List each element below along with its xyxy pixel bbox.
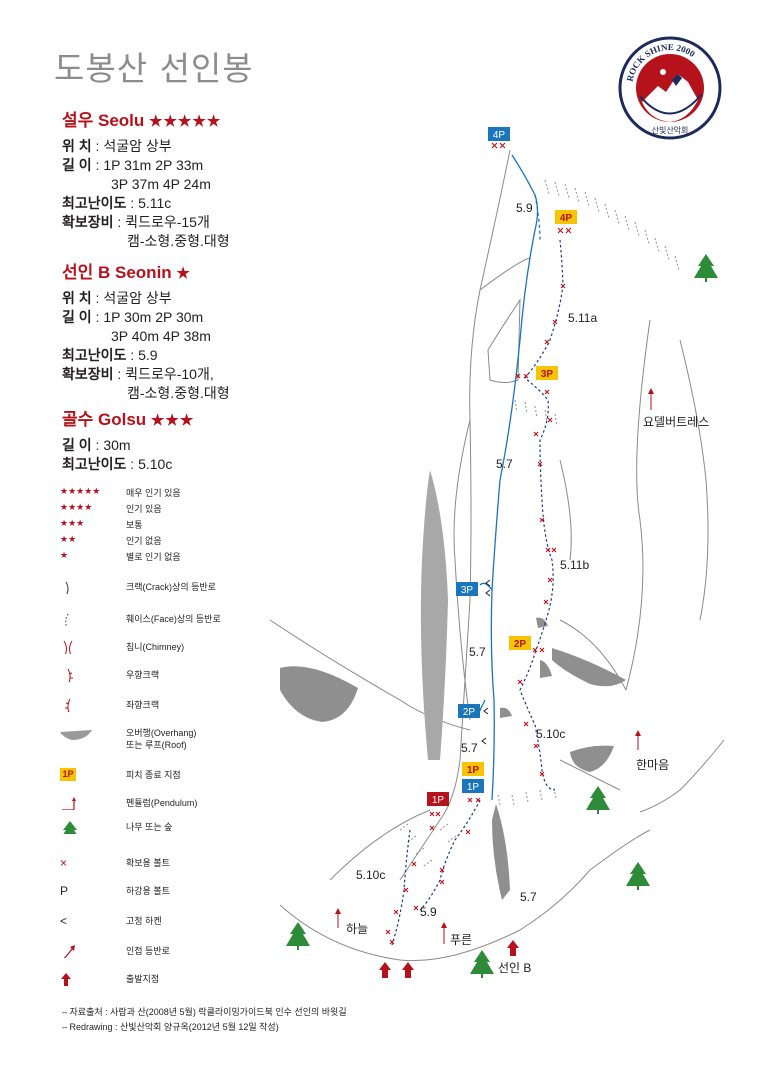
- place-labels: 요델버트레스 한마음 하늘 푸른 선인 B: [335, 388, 709, 975]
- start-arrows: [379, 940, 519, 978]
- route-info: 위 치 : 석굴암 상부 길 이 : 1P 30m 2P 30m 3P 40m …: [62, 290, 230, 401]
- grade-label: 5.10c: [536, 727, 565, 741]
- tree-icon: [694, 254, 718, 282]
- grade-label: 5.10c: [356, 868, 385, 882]
- roof-hatching: [399, 179, 680, 867]
- blue-pitch-2p: 2P: [463, 707, 476, 718]
- bolt-marks: [385, 142, 572, 945]
- rock-shine-logo-icon: ROCK SHINE 2000 산빛산악회: [618, 36, 722, 140]
- red-pitch-1p: 1P: [432, 795, 445, 806]
- overhang-icon: [60, 730, 92, 740]
- club-logo: ROCK SHINE 2000 산빛산악회: [618, 36, 722, 140]
- grade-label: 5.9: [420, 905, 437, 919]
- grade-label: 5.7: [520, 890, 537, 904]
- place-label-yodel-buttress: 요델버트레스: [643, 415, 709, 429]
- place-label-pureun: 푸른: [450, 933, 472, 947]
- route-block-seonin-b: 선인 B Seonin ★ 위 치 : 석굴암 상부 길 이 : 1P 30m …: [62, 258, 230, 403]
- start-arrow-icon: [379, 962, 391, 978]
- chimney-icon: [63, 640, 73, 654]
- blue-pitch-3p: 3P: [461, 585, 474, 596]
- crack-icon: [65, 581, 69, 594]
- yellow-pitch-labels: 4P 3P 2P 1P: [462, 210, 577, 776]
- trees: [286, 254, 718, 978]
- tree-icon: [626, 862, 650, 890]
- yellow-pitch-1p: 1P: [467, 765, 480, 776]
- adjacent-route-arrow-icon: [63, 945, 75, 958]
- grade-label: 5.7: [496, 457, 513, 471]
- page-title: 도봉산 선인봉: [54, 49, 254, 88]
- place-label-hanmaeum: 한마음: [636, 758, 669, 772]
- pendulum-icon: [62, 797, 76, 810]
- grade-label: 5.9: [516, 201, 533, 215]
- route-name: 설우 Seolu ★★★★★: [62, 111, 222, 130]
- start-arrow-icon: [507, 940, 519, 956]
- tree-icon: [470, 950, 494, 978]
- grade-label: 5.7: [461, 741, 478, 755]
- route-name: 선인 B Seonin ★: [62, 263, 191, 282]
- right-crack-icon: [67, 668, 73, 682]
- tree-icon: [63, 821, 77, 834]
- tree-icon: [586, 786, 610, 814]
- route-info: 위 치 : 석굴암 상부 길 이 : 1P 31m 2P 33m 3P 37m …: [62, 138, 230, 249]
- route-name: 골수 Golsu ★★★: [62, 410, 195, 429]
- route-info: 길 이 : 30m 최고난이도 : 5.10c: [62, 437, 173, 472]
- overhang-shapes: [280, 470, 626, 900]
- start-arrow-icon: [61, 973, 71, 986]
- yellow-pitch-4p: 4P: [560, 213, 573, 224]
- place-label-haneul: 하늘: [346, 922, 368, 936]
- grade-label: 5.11b: [560, 558, 589, 572]
- start-arrow-icon: [402, 962, 414, 978]
- blue-pitch-1p: 1P: [467, 782, 480, 793]
- logo-bottom-text: 산빛산악회: [652, 125, 689, 135]
- grade-label: 5.7: [469, 645, 486, 659]
- place-label-seonin-b: 선인 B: [498, 961, 531, 975]
- blue-pitch-labels: 4P 3P 2P 1P: [456, 127, 510, 793]
- blue-pitch-4p: 4P: [493, 130, 506, 141]
- left-crack-icon: [65, 698, 71, 712]
- source-note: – 자료출처 : 사람과 산(2008년 5월) 락클라이밍가이드북 인수 선인…: [62, 1007, 347, 1017]
- yellow-pitch-3p: 3P: [541, 369, 554, 380]
- route-block-seolu: 설우 Seolu ★★★★★ 위 치 : 석굴암 상부 길 이 : 1P 31m…: [62, 106, 230, 251]
- face-icon: [65, 613, 69, 626]
- piton-marks: [481, 579, 491, 745]
- route-block-golsu: 골수 Golsu ★★★ 길 이 : 30m 최고난이도 : 5.10c: [62, 405, 194, 474]
- tree-icon: [286, 922, 310, 950]
- route-seonin-b-line: [477, 154, 541, 801]
- redrawing-note: – Redrawing : 산빛산악회 양규옥(2012년 5월 12일 작성): [62, 1022, 279, 1032]
- red-pitch-box: [427, 792, 449, 806]
- grade-label: 5.11a: [568, 311, 597, 325]
- yellow-pitch-2p: 2P: [514, 639, 527, 650]
- grade-labels: 5.9 5.11a 5.7 5.11b 5.7 5.10c 5.7 5.10c …: [356, 201, 597, 919]
